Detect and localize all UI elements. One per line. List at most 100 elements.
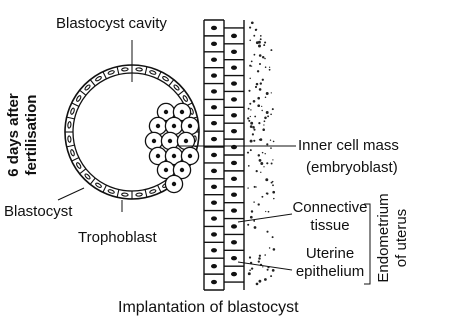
label-inner-cell-mass: Inner cell mass xyxy=(298,138,399,154)
cell-nucleus xyxy=(231,256,237,260)
trophoblast-nucleus xyxy=(68,122,72,129)
connective-dot xyxy=(261,196,263,198)
label-connective: Connective xyxy=(292,200,368,216)
connective-dot xyxy=(250,125,253,128)
connective-dot xyxy=(254,186,256,188)
trophoblast-nucleus xyxy=(70,108,75,115)
connective-dot xyxy=(250,116,251,117)
connective-dot xyxy=(256,83,259,86)
connective-dot xyxy=(272,191,275,194)
connective-dot xyxy=(251,267,253,269)
inner-cell-nucleus xyxy=(172,154,176,158)
trophoblast-nucleus xyxy=(149,189,156,194)
connective-dot xyxy=(266,231,268,233)
inner-cell-nucleus xyxy=(188,154,192,158)
inner-cell-nucleus xyxy=(180,168,184,172)
trophoblast-cell-wall xyxy=(67,117,75,119)
trophoblast-cell-wall xyxy=(117,67,119,75)
connective-dot xyxy=(273,141,275,143)
connective-dot xyxy=(265,178,268,181)
connective-dot xyxy=(249,65,251,67)
trophoblast-cell-wall xyxy=(72,158,79,162)
connective-dot xyxy=(258,257,261,260)
cell-nucleus xyxy=(211,89,217,93)
connective-dot xyxy=(258,260,260,262)
connective-dot xyxy=(263,44,265,46)
trophoblast-nucleus xyxy=(76,162,82,169)
connective-dot xyxy=(255,86,257,88)
connective-dot xyxy=(248,120,250,122)
connective-dot xyxy=(266,143,268,145)
connective-dot xyxy=(249,40,251,42)
inner-cell-mass-cells xyxy=(145,103,198,192)
connective-dot xyxy=(272,159,273,160)
cell-nucleus xyxy=(211,137,217,141)
connective-dot xyxy=(264,254,266,256)
caption: Implantation of blastocyst xyxy=(118,300,299,316)
connective-dot xyxy=(253,201,254,202)
inner-cell-nucleus xyxy=(172,182,176,186)
trophoblast-nucleus xyxy=(70,149,75,156)
connective-dot xyxy=(268,211,270,213)
connective-dot xyxy=(248,108,250,110)
trophoblast-cell-wall xyxy=(72,103,79,107)
connective-dot xyxy=(254,116,256,118)
cell-nucleus xyxy=(231,208,237,212)
connective-dot xyxy=(270,113,272,115)
connective-dot xyxy=(259,88,262,91)
trophoblast-nucleus xyxy=(108,70,115,75)
cell-nucleus xyxy=(211,26,217,30)
connective-dot xyxy=(272,184,274,186)
connective-dot xyxy=(271,92,272,93)
connective-dot xyxy=(263,124,264,125)
connective-dot xyxy=(255,186,256,187)
connective-dot xyxy=(253,129,255,131)
connective-dot xyxy=(259,159,262,162)
cell-nucleus xyxy=(231,193,237,197)
cell-nucleus xyxy=(211,200,217,204)
connective-dot xyxy=(253,140,255,142)
connective-tissue-dots xyxy=(247,21,275,285)
cell-nucleus xyxy=(231,224,237,228)
trophoblast-cell-wall xyxy=(80,169,86,174)
trophoblast-nucleus xyxy=(136,68,143,72)
connective-dot xyxy=(260,35,262,37)
inner-cell-nucleus xyxy=(188,124,192,128)
connective-dot xyxy=(258,154,260,156)
connective-dot xyxy=(272,108,274,110)
inner-cell-nucleus xyxy=(164,168,168,172)
trophoblast-cell-wall xyxy=(158,72,162,79)
connective-dot xyxy=(258,41,261,44)
uterine-epithelium-cells xyxy=(204,20,244,290)
label-blastocyst: Blastocyst xyxy=(4,204,72,220)
connective-dot xyxy=(249,78,250,79)
cell-nucleus xyxy=(211,216,217,220)
connective-dot xyxy=(254,226,257,229)
connective-dot xyxy=(260,38,262,40)
connective-dot xyxy=(272,236,274,238)
label-of-uterus: of uterus xyxy=(394,188,410,288)
cell-nucleus xyxy=(231,65,237,69)
connective-dot xyxy=(257,70,259,72)
connective-dot xyxy=(258,203,260,205)
connective-dot xyxy=(253,35,255,37)
connective-dot xyxy=(265,66,267,68)
connective-dot xyxy=(266,192,268,194)
inner-cell-nucleus xyxy=(152,139,156,143)
trophoblast-cell-wall xyxy=(169,80,174,86)
label-embryoblast: (embryoblast) xyxy=(306,160,398,176)
cell-nucleus xyxy=(211,280,217,284)
connective-dot xyxy=(260,162,263,165)
side-label-line-2: fertilisation xyxy=(24,80,40,190)
connective-dot xyxy=(264,41,266,43)
connective-dot xyxy=(258,122,260,124)
trophoblast-nucleus xyxy=(95,76,102,82)
connective-dot xyxy=(251,21,254,24)
connective-dot xyxy=(251,61,253,63)
connective-dot xyxy=(272,269,275,272)
connective-dot xyxy=(253,126,254,127)
cell-nucleus xyxy=(231,97,237,101)
label-uterine: Uterine xyxy=(292,246,368,262)
trophoblast-cell-wall xyxy=(117,190,119,198)
